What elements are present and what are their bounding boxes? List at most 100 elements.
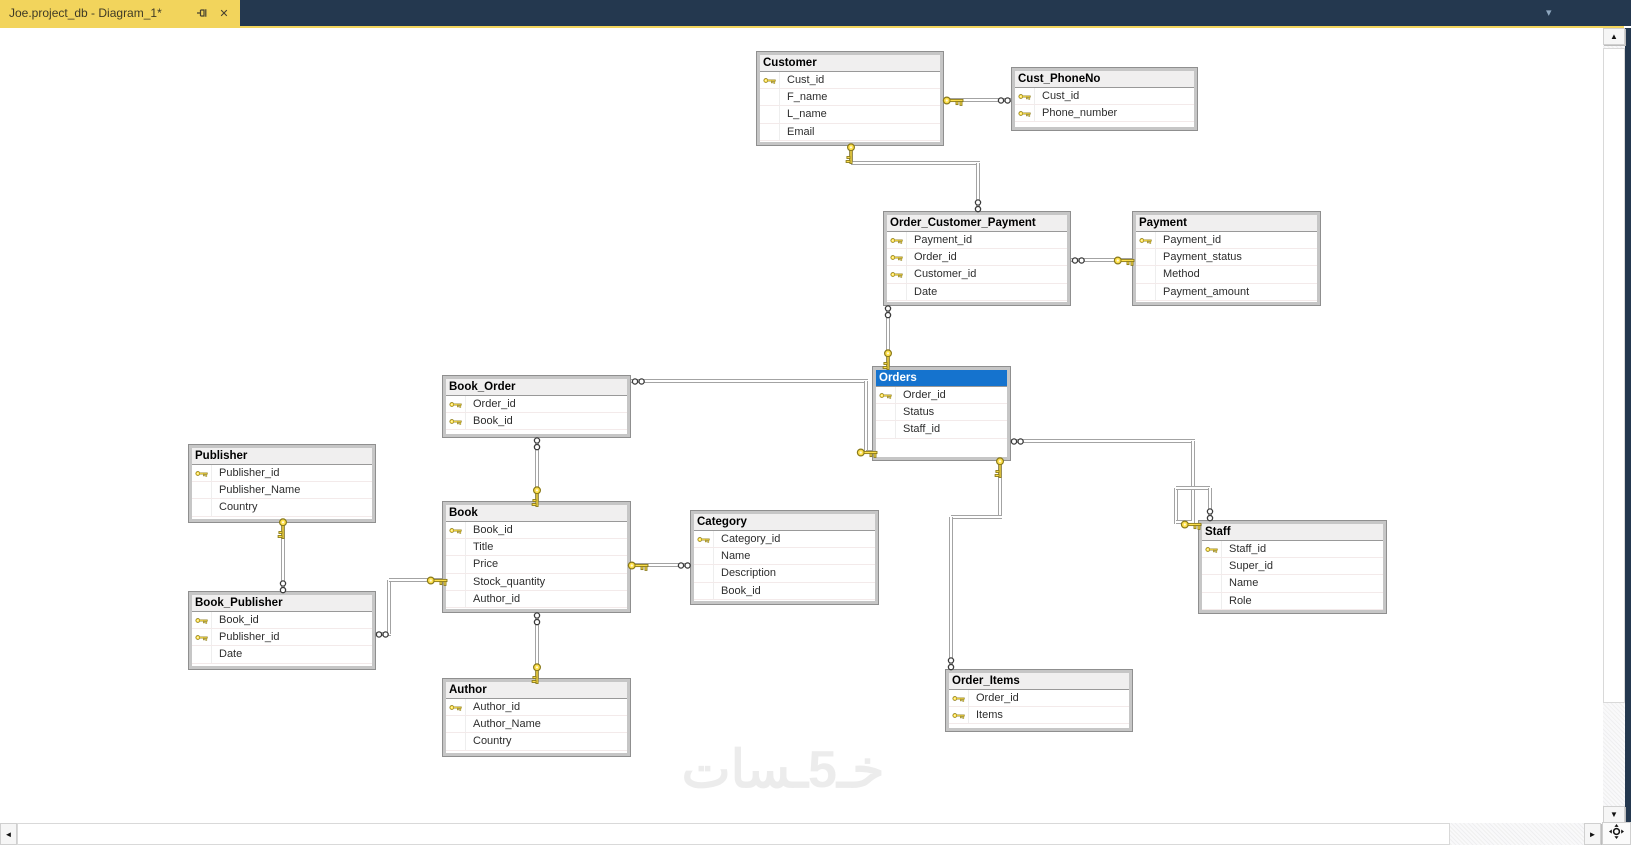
column-row[interactable]: Payment_id [1136, 232, 1317, 250]
column-row[interactable]: Book_id [446, 522, 627, 540]
relationship-line-payment-order-customer-payment[interactable] [1070, 258, 1133, 262]
pin-icon[interactable] [195, 5, 209, 21]
relationship-line-book-book-order[interactable] [535, 437, 539, 502]
table-header[interactable]: Book [446, 505, 627, 522]
column-row[interactable]: Author_id [446, 699, 627, 717]
column-row[interactable]: Date [192, 646, 372, 664]
relationship-line-orders-book-order[interactable] [864, 381, 868, 452]
column-row[interactable]: Country [446, 733, 627, 751]
table-header[interactable]: Author [446, 682, 627, 699]
table-header[interactable]: Orders [876, 370, 1007, 387]
column-row[interactable]: Name [694, 548, 875, 566]
scroll-up-button[interactable]: ▲ [1603, 28, 1625, 45]
table-header[interactable]: Customer [760, 55, 940, 72]
relationship-line-book-book-publisher[interactable] [387, 580, 391, 634]
column-row[interactable]: Book_id [694, 582, 875, 600]
table-header[interactable]: Publisher [192, 448, 372, 465]
table-header[interactable]: Book_Publisher [192, 595, 372, 612]
column-row[interactable]: Payment_status [1136, 249, 1317, 267]
column-row[interactable]: Payment_amount [1136, 283, 1317, 301]
relationship-line-author-book[interactable] [535, 612, 539, 679]
column-row[interactable]: Staff_id [1202, 541, 1383, 559]
horizontal-scrollbar[interactable]: ◄ ► [0, 823, 1603, 845]
document-tab[interactable]: Joe.project_db - Diagram_1* ✕ [0, 0, 240, 26]
table-header[interactable]: Order_Items [949, 673, 1129, 690]
relationship-line-staff-orders[interactable] [1191, 441, 1195, 524]
column-row[interactable]: Order_id [949, 690, 1129, 708]
column-row[interactable]: Title [446, 539, 627, 557]
column-row[interactable]: Name [1202, 575, 1383, 593]
column-row[interactable]: Items [949, 707, 1129, 725]
column-row[interactable]: Book_id [446, 413, 627, 431]
column-row[interactable]: Email [760, 123, 940, 141]
column-row[interactable]: Super_id [1202, 558, 1383, 576]
column-row[interactable]: Date [887, 283, 1067, 301]
column-row[interactable]: Payment_id [887, 232, 1067, 250]
column-row[interactable]: Country [192, 499, 372, 517]
column-row[interactable]: Publisher_Name [192, 482, 372, 500]
table-header[interactable]: Cust_PhoneNo [1015, 71, 1194, 88]
column-row[interactable]: Category_id [694, 531, 875, 549]
relationship-line-book-book-publisher[interactable] [389, 578, 443, 582]
relationship-line-publisher-book-publisher[interactable] [281, 522, 285, 592]
column-row[interactable]: Cust_id [1015, 88, 1194, 106]
relationship-line-staff-orders[interactable] [1010, 439, 1195, 443]
table-header[interactable]: Staff [1202, 524, 1383, 541]
relationship-line-orders-order-customer-payment[interactable] [886, 305, 890, 367]
relationship-line-book-category[interactable] [630, 563, 691, 567]
horizontal-scrollbar-thumb[interactable] [17, 823, 1450, 845]
column-row[interactable]: Customer_id [887, 266, 1067, 284]
column-row[interactable]: Publisher_id [192, 465, 372, 483]
table-header[interactable]: Payment [1136, 215, 1317, 232]
column-row[interactable]: Author_Name [446, 716, 627, 734]
relationship-line-customer-order-customer-payment[interactable] [976, 163, 980, 212]
column-row[interactable]: Staff_id [876, 421, 1007, 439]
scroll-left-button[interactable]: ◄ [0, 823, 17, 845]
column-row[interactable]: Phone_number [1015, 105, 1194, 123]
relationship-line-staff-staff[interactable] [1208, 488, 1212, 518]
column-row[interactable]: Status [876, 404, 1007, 422]
relationship-line-orders-order-items[interactable] [951, 515, 1002, 519]
column-row[interactable]: Order_id [887, 249, 1067, 267]
column-row[interactable]: Author_id [446, 590, 627, 608]
column-row[interactable]: Book_id [192, 612, 372, 630]
relationship-line-customer-order-customer-payment[interactable] [851, 161, 980, 165]
table-header[interactable]: Book_Order [446, 379, 627, 396]
scroll-down-button[interactable]: ▼ [1603, 806, 1625, 823]
column-row[interactable]: Method [1136, 266, 1317, 284]
column-row[interactable]: Description [694, 565, 875, 583]
table-header[interactable]: Order_Customer_Payment [887, 215, 1067, 232]
column-row[interactable]: Order_id [446, 396, 627, 414]
scroll-right-button[interactable]: ► [1584, 823, 1601, 845]
column-row[interactable]: Cust_id [760, 72, 940, 90]
column-row[interactable]: F_name [760, 89, 940, 107]
vertical-scrollbar[interactable]: ▲ ▼ [1603, 28, 1625, 823]
column-row[interactable]: Role [1202, 592, 1383, 610]
tab-overflow-icon[interactable]: ▾ [1546, 7, 1552, 19]
column-row[interactable]: Stock_quantity [446, 573, 627, 591]
column-row[interactable]: L_name [760, 106, 940, 124]
close-icon[interactable]: ✕ [219, 7, 229, 20]
column-row[interactable]: Publisher_id [192, 629, 372, 647]
relationship-line-staff-staff[interactable] [1176, 486, 1210, 490]
table-header[interactable]: Category [694, 514, 875, 531]
pan-navigator-button[interactable] [1602, 822, 1631, 845]
relationship-line-staff-staff[interactable] [1174, 488, 1178, 524]
column-row[interactable]: Order_id [876, 387, 1007, 405]
relationship-line-orders-book-order[interactable] [630, 379, 868, 383]
vertical-scrollbar-thumb[interactable] [1603, 48, 1625, 703]
relationship-line-orders-order-items[interactable] [949, 517, 953, 670]
